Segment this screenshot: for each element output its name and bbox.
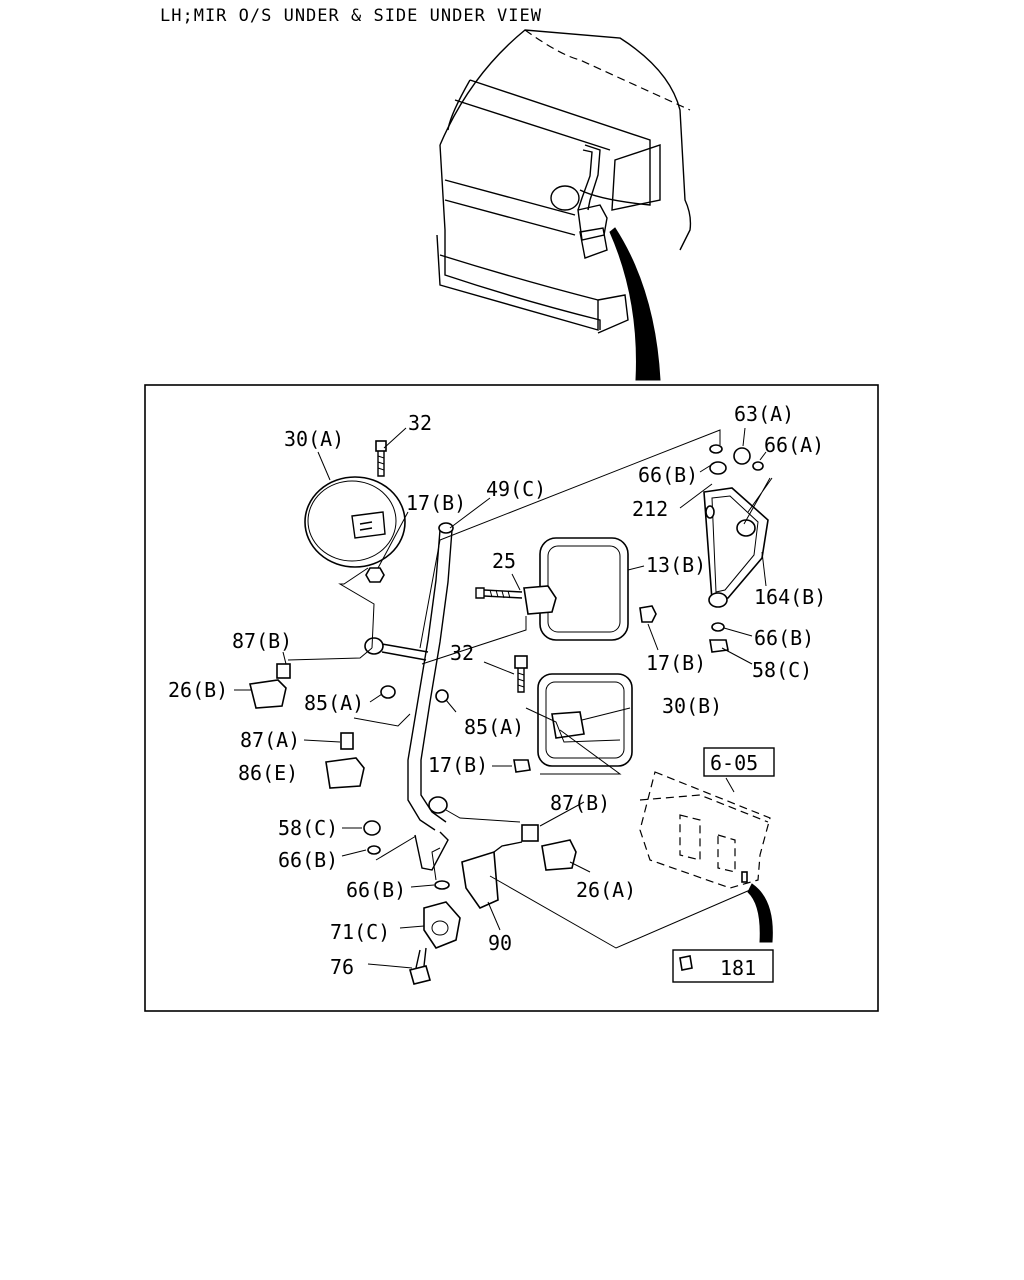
mirror-stay-49c (364, 522, 454, 871)
label-26b: 26(B) (168, 678, 228, 702)
label-25: 25 (492, 549, 516, 573)
diagram-title: LH;MIR O/S UNDER & SIDE UNDER VIEW (160, 6, 542, 26)
label-17b-right: 17(B) (646, 651, 706, 675)
label-181: 181 (720, 956, 756, 980)
label-17b-top: 17(B) (406, 491, 466, 515)
label-87b-top: 87(B) (232, 629, 292, 653)
ref-box-6-05 (703, 747, 775, 777)
label-71c: 71(C) (330, 920, 390, 944)
label-13b: 13(B) (646, 553, 706, 577)
label-85a-left: 85(A) (304, 691, 364, 715)
label-87b-bottom: 87(B) (550, 791, 610, 815)
label-32-top: 32 (408, 411, 432, 435)
label-26a: 26(A) (576, 878, 636, 902)
label-66b-bottom: 66(B) (346, 878, 406, 902)
label-63a: 63(A) (734, 402, 794, 426)
label-49c: 49(C) (486, 477, 546, 501)
round-mirror-30a (304, 440, 406, 583)
label-87a: 87(A) (240, 728, 300, 752)
label-58c-left: 58(C) (278, 816, 338, 840)
label-66a: 66(A) (764, 433, 824, 457)
label-85a-right: 85(A) (464, 715, 524, 739)
label-76: 76 (330, 955, 354, 979)
label-66b-top: 66(B) (638, 463, 698, 487)
label-30b: 30(B) (662, 694, 722, 718)
detail-frame (144, 384, 879, 1012)
square-mirror-30b (513, 655, 633, 773)
square-mirror-13b (475, 537, 657, 641)
label-17b-mid: 17(B) (428, 753, 488, 777)
leader-lines (234, 427, 773, 969)
truck-cab-illustration (436, 29, 692, 381)
bracket-164b (703, 444, 769, 653)
lower-bracket (409, 824, 577, 985)
label-164b: 164(B) (754, 585, 826, 609)
label-6-05: 6-05 (710, 751, 758, 775)
label-212: 212 (632, 497, 668, 521)
cab-panel (639, 771, 773, 943)
clip-181-icon (679, 955, 693, 971)
label-90: 90 (488, 931, 512, 955)
label-66b-left: 66(B) (278, 848, 338, 872)
label-58c-right: 58(C) (752, 658, 812, 682)
label-86e: 86(E) (238, 761, 298, 785)
label-30a: 30(A) (284, 427, 344, 451)
label-66b-right: 66(B) (754, 626, 814, 650)
label-32-mid: 32 (450, 641, 474, 665)
caps-left (249, 663, 449, 855)
